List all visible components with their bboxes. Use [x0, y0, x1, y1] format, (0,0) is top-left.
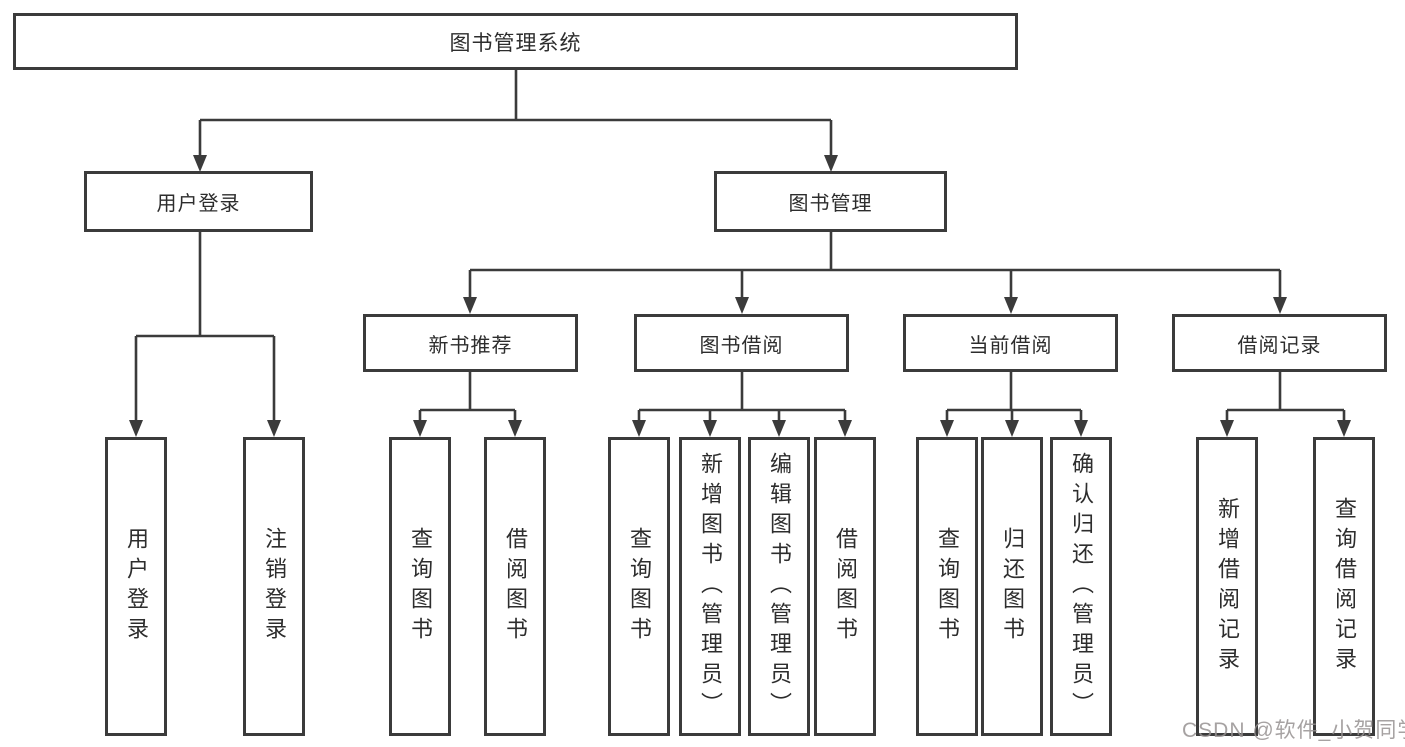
leaf-borrow-books: 借阅图书	[814, 437, 876, 736]
arrowhead-icon	[1273, 297, 1287, 314]
arrowhead-icon	[129, 420, 143, 437]
node-user-login: 用户登录	[84, 171, 313, 232]
leaf-user-login: 用户登录	[105, 437, 167, 736]
node-label: 图书管理系统	[449, 31, 582, 55]
leaf-edit-books-admin: 编辑图书（管理员）	[748, 437, 810, 736]
node-label: 注销登录	[262, 526, 287, 647]
node-label: 查询图书	[935, 526, 960, 647]
node-label: 借阅图书	[833, 526, 858, 647]
leaf-query-borrow-record: 查询借阅记录	[1313, 437, 1375, 736]
arrowhead-icon	[838, 420, 852, 437]
watermark: CSDN @软件_小贺同学	[1182, 719, 1405, 742]
arrowhead-icon	[1004, 297, 1018, 314]
arrowhead-icon	[193, 155, 207, 172]
leaf-add-borrow-record: 新增借阅记录	[1196, 437, 1258, 736]
node-label: 用户登录	[156, 193, 241, 215]
node-label: 图书借阅	[699, 334, 784, 357]
arrowhead-icon	[1074, 420, 1088, 437]
arrowhead-icon	[1337, 420, 1351, 437]
arrowhead-icon	[632, 420, 646, 437]
node-book-borrowing: 图书借阅	[634, 314, 849, 372]
node-label: 当前借阅	[968, 334, 1053, 357]
node-label: 查询图书	[408, 526, 433, 647]
leaf-query-books-current: 查询图书	[916, 437, 978, 736]
node-label: 归还图书	[1000, 526, 1025, 647]
node-label: 新增借阅记录	[1215, 496, 1240, 677]
node-label: 用户登录	[124, 526, 149, 647]
node-borrowing-records: 借阅记录	[1172, 314, 1387, 372]
node-label: 确认归还（管理员）	[1069, 451, 1094, 722]
arrowhead-icon	[772, 420, 786, 437]
node-label: 查询图书	[627, 526, 652, 647]
arrowhead-icon	[703, 420, 717, 437]
arrowhead-icon	[735, 297, 749, 314]
leaf-add-books-admin: 新增图书（管理员）	[679, 437, 741, 736]
node-label: 图书管理	[788, 193, 873, 215]
node-label: 新增图书（管理员）	[698, 451, 723, 722]
arrowhead-icon	[267, 420, 281, 437]
arrowhead-icon	[508, 420, 522, 437]
leaf-borrow-books-recommend: 借阅图书	[484, 437, 546, 736]
node-book-management: 图书管理	[714, 171, 947, 232]
node-label: 新书推荐	[428, 334, 513, 357]
arrowhead-icon	[824, 155, 838, 172]
leaf-query-books-recommend: 查询图书	[389, 437, 451, 736]
leaf-query-books-borrow: 查询图书	[608, 437, 670, 736]
leaf-logout: 注销登录	[243, 437, 305, 736]
arrowhead-icon	[940, 420, 954, 437]
node-new-book-recommendation: 新书推荐	[363, 314, 578, 372]
arrowhead-icon	[463, 297, 477, 314]
arrowhead-icon	[1005, 420, 1019, 437]
node-label: 编辑图书（管理员）	[767, 451, 792, 722]
leaf-confirm-return-admin: 确认归还（管理员）	[1050, 437, 1112, 736]
node-library-management-system: 图书管理系统	[13, 13, 1018, 70]
arrowhead-icon	[1220, 420, 1234, 437]
node-label: 查询借阅记录	[1332, 496, 1357, 677]
node-label: 借阅记录	[1237, 334, 1322, 357]
node-label: 借阅图书	[503, 526, 528, 647]
node-current-borrowing: 当前借阅	[903, 314, 1118, 372]
leaf-return-books: 归还图书	[981, 437, 1043, 736]
arrowhead-icon	[413, 420, 427, 437]
